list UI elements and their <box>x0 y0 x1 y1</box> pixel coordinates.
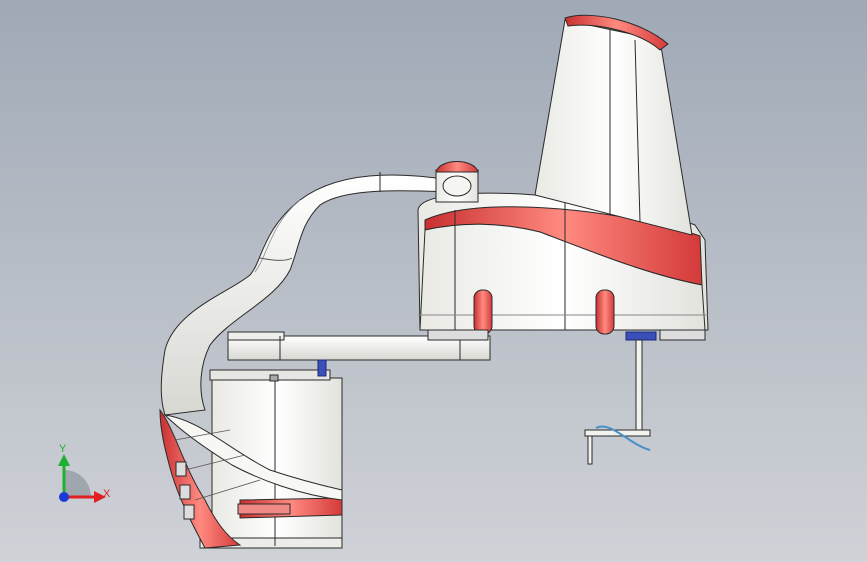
arm-joint-marker <box>317 359 327 377</box>
triad-plane-indicator <box>64 470 91 497</box>
x-axis-arrowhead <box>94 491 106 503</box>
upper-housing[interactable] <box>417 192 709 341</box>
x-axis-label: X <box>103 488 111 500</box>
housing-handle-right <box>595 289 615 335</box>
spindle-collar <box>625 331 657 341</box>
spindle[interactable] <box>584 339 651 465</box>
scara-robot-model[interactable] <box>159 14 709 549</box>
tower-cap <box>564 14 669 51</box>
housing-handle-left <box>473 289 493 335</box>
tower[interactable] <box>534 14 693 236</box>
joint-dome[interactable] <box>435 161 479 203</box>
base-front-shell[interactable] <box>159 408 343 549</box>
coordinate-triad: Y X <box>58 443 111 503</box>
base-column[interactable] <box>199 369 343 549</box>
base-handle <box>237 503 291 515</box>
y-axis-arrowhead <box>58 454 70 466</box>
triad-origin <box>59 492 69 502</box>
y-axis-label: Y <box>59 443 67 455</box>
